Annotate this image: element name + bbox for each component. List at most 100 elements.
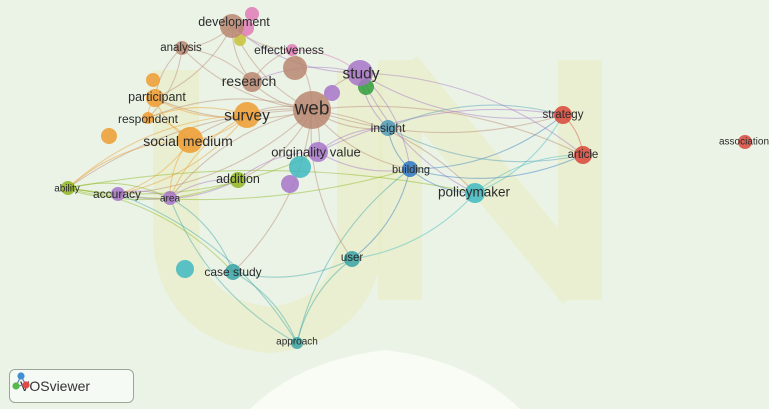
node-label-participant[interactable]: participant [128, 90, 186, 104]
node-accuracy[interactable] [111, 187, 125, 201]
node-research[interactable] [242, 72, 262, 92]
edge-originality-value-strategy [317, 108, 564, 153]
edge-ability-policymaker [67, 169, 476, 194]
node-building[interactable] [402, 161, 418, 177]
vosviewer-logo-icon [12, 372, 30, 390]
node-layer [61, 7, 752, 349]
edge-approach-accuracy [117, 193, 298, 344]
node-development[interactable] [220, 14, 244, 38]
node-label-ability[interactable]: ability [54, 184, 80, 195]
vosviewer-logo-badge[interactable]: VOSviewer [9, 369, 134, 403]
node-unlabeled[interactable] [101, 128, 117, 144]
node-unlabeled[interactable] [176, 260, 194, 278]
edge-building-strategy [409, 114, 564, 170]
node-label-case-study[interactable]: case study [204, 265, 261, 279]
node-survey[interactable] [234, 102, 260, 128]
node-unlabeled[interactable] [324, 85, 340, 101]
node-label-strategy[interactable]: strategy [543, 109, 584, 121]
edge-insight-article [387, 127, 584, 163]
node-label-approach[interactable]: approach [276, 337, 318, 348]
node-approach[interactable] [291, 337, 303, 349]
node-label-article[interactable]: article [568, 149, 599, 161]
node-label-social-medium[interactable]: social medium [143, 133, 232, 149]
edge-approach-case-study [232, 271, 298, 344]
node-association[interactable] [738, 135, 752, 149]
node-label-analysis[interactable]: analysis [160, 42, 202, 54]
node-label-web[interactable]: web [294, 99, 330, 120]
edge-ability-addition [67, 179, 239, 201]
edge-ability-area [67, 182, 171, 199]
node-label-policymaker[interactable]: policymaker [438, 185, 511, 200]
node-label-originality-value[interactable]: originality value [271, 145, 361, 160]
edge-web-policymaker [311, 109, 476, 194]
node-label-development[interactable]: development [198, 15, 270, 29]
node-strategy[interactable] [554, 106, 572, 124]
edge-insight-strategy [387, 104, 564, 129]
label-layer: development analysis effectiveness research… [54, 15, 769, 348]
node-analysis[interactable] [175, 41, 189, 55]
edge-survey-ability [67, 114, 248, 189]
edge-case-study-area [169, 197, 234, 273]
node-label-insight[interactable]: insight [371, 121, 406, 135]
edge-policymaker-article [474, 154, 584, 194]
edge-web-article [311, 105, 584, 156]
node-label-association[interactable]: association [719, 137, 769, 148]
node-social-medium[interactable] [177, 127, 203, 153]
edge-policymaker-user [351, 192, 476, 260]
edge-study-strategy [359, 72, 564, 119]
node-study[interactable] [347, 60, 373, 86]
node-unlabeled[interactable] [281, 175, 299, 193]
edge-user-approach [296, 258, 353, 344]
edge-web-strategy [311, 109, 564, 134]
edge-approach-building [296, 168, 411, 344]
edge-approach-area [169, 197, 298, 344]
node-unlabeled[interactable] [289, 156, 311, 178]
node-label-accuracy[interactable]: accuracy [93, 187, 141, 201]
node-user[interactable] [344, 251, 360, 267]
vosviewer-logo-text: VOSviewer [20, 378, 91, 394]
edge-accuracy-addition [117, 179, 239, 200]
node-label-survey[interactable]: survey [224, 108, 270, 125]
node-ability[interactable] [61, 181, 75, 195]
edge-web-area [169, 109, 313, 199]
node-case-study[interactable] [225, 264, 241, 280]
node-label-area[interactable]: area [160, 194, 180, 205]
node-label-research[interactable]: research [222, 73, 276, 89]
node-article[interactable] [574, 146, 592, 164]
node-label-respondent[interactable]: respondent [118, 112, 179, 126]
node-respondent[interactable] [142, 112, 154, 124]
node-label-addition[interactable]: addition [216, 172, 260, 186]
edge-analysis-respondent [147, 47, 183, 119]
edge-web-participant [154, 97, 313, 120]
edge-web-accuracy [117, 109, 313, 195]
edge-ability-case-study [67, 187, 234, 273]
node-unlabeled[interactable] [234, 34, 246, 46]
edge-survey-accuracy [117, 114, 248, 195]
node-unlabeled[interactable] [245, 7, 259, 21]
node-label-effectiveness[interactable]: effectiveness [254, 43, 324, 57]
edge-social-medium-ability [67, 139, 191, 189]
node-area[interactable] [163, 191, 177, 205]
edge-user-case-study [232, 258, 353, 278]
node-participant[interactable] [146, 89, 164, 107]
node-label-study[interactable]: study [342, 66, 379, 83]
node-originality-value[interactable] [308, 142, 328, 162]
node-web[interactable] [293, 91, 331, 129]
node-policymaker[interactable] [465, 183, 485, 203]
node-effectiveness[interactable] [286, 44, 298, 56]
edge-building-article [409, 154, 584, 179]
node-addition[interactable] [230, 172, 246, 188]
edge-ability-originality-value [67, 151, 319, 195]
edge-building-user [351, 168, 411, 260]
node-insight[interactable] [380, 120, 396, 136]
edge-policymaker-strategy [474, 114, 564, 194]
edge-web-respondent [147, 98, 313, 119]
edge-web-case-study [232, 109, 313, 273]
node-label-building[interactable]: building [392, 164, 430, 176]
node-unlabeled[interactable] [283, 56, 307, 80]
node-label-user[interactable]: user [341, 252, 364, 264]
node-unlabeled[interactable] [146, 73, 160, 87]
